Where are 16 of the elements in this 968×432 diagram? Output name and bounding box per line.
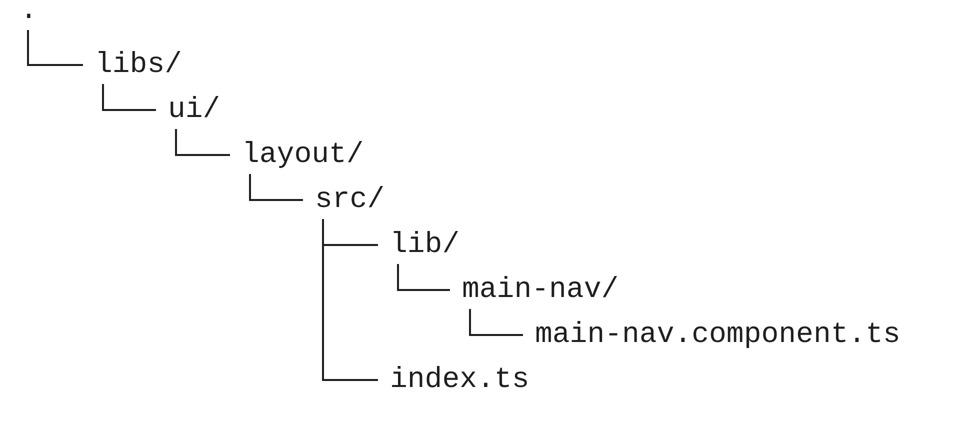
tree-entry-label: lib/ [390,228,460,262]
tree-entry-label: src/ [315,183,385,217]
tree-entry-label: libs/ [95,48,182,82]
tree-entry-label: main-nav.component.ts [535,318,900,352]
tree-branch-line [322,219,378,381]
tree-entry-label: . [20,0,38,28]
tree-branch-line [102,84,156,111]
tree-branch-line [397,264,450,291]
tree-branch-line [175,129,230,156]
tree-branch-line [27,30,83,66]
tree-entry-label: main-nav/ [462,273,619,307]
tree-entry-label: index.ts [390,363,530,397]
tree-entry-label: layout/ [242,138,364,172]
tree-branch-line [469,309,523,336]
tree-branch-line [249,174,303,201]
tree-entry-label: ui/ [168,93,220,127]
